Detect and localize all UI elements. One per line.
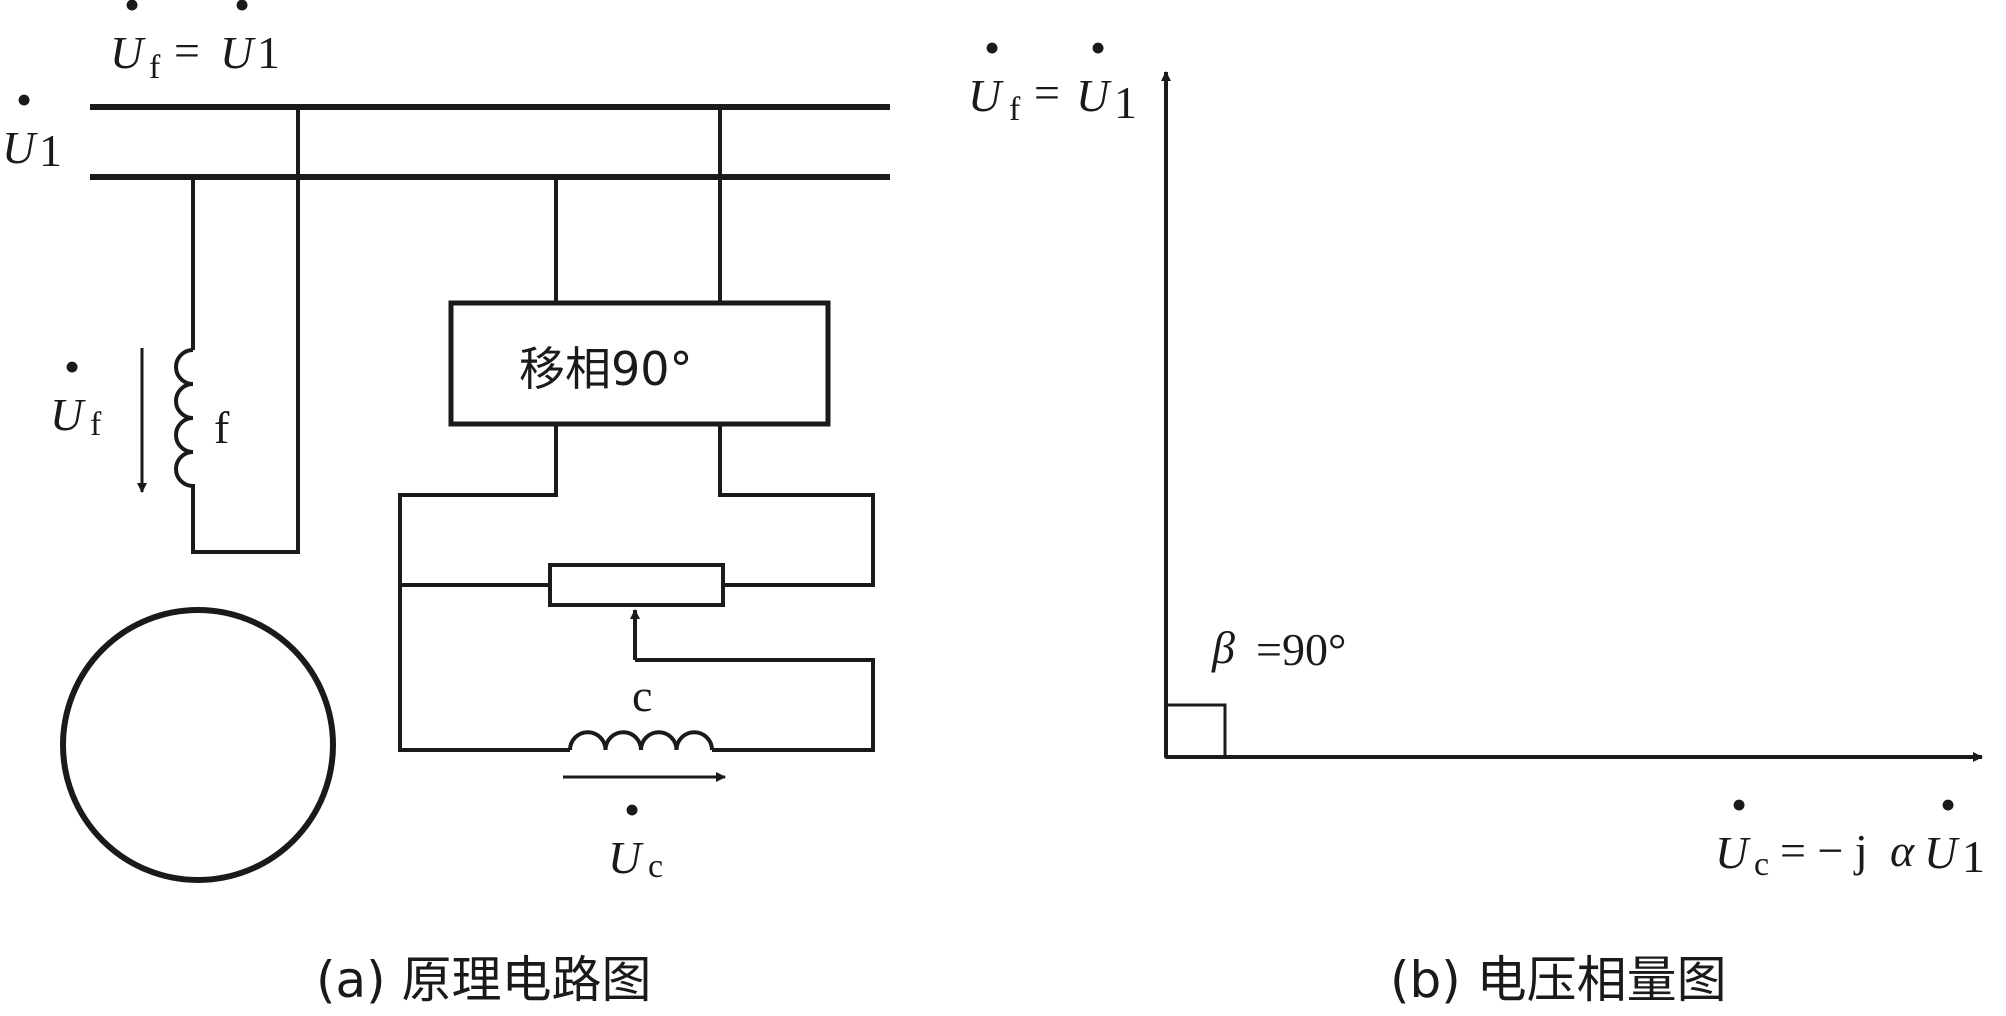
control-winding-coil [568, 730, 714, 751]
horizontal-label-alpha: α [1890, 825, 1915, 876]
top-label-1-sub: 1 [257, 27, 280, 78]
phasor-diagram [1161, 71, 1983, 762]
control-winding-label: c [632, 670, 652, 721]
vertical-phasor-dot-2: • [1090, 22, 1106, 73]
field-winding-label: f [214, 402, 230, 453]
horizontal-phasor-dot-2: • [1940, 779, 1956, 830]
phasor-caption: (b) 电压相量图 [1390, 951, 1727, 1009]
phasor-labels: • U f = • U 1 β =90° • U c = − j α • U 1… [968, 22, 1985, 1009]
rotor-circle [60, 607, 336, 883]
field-phasor-dot: • [64, 341, 80, 392]
vertical-label-f-sub: f [1009, 91, 1021, 128]
vertical-phasor-dot-1: • [984, 22, 1000, 73]
shifter-output-left-wire [398, 424, 570, 752]
top-label-equals: = [174, 25, 200, 76]
circuit-caption: (a) 原理电路图 [316, 951, 652, 1009]
horizontal-label-eq-j: = − j [1780, 825, 1868, 876]
top-label-f-sub: f [149, 49, 161, 86]
vertical-label-1-sub: 1 [1114, 77, 1137, 128]
horizontal-label-U: U [1715, 827, 1751, 878]
field-winding-coil [174, 348, 195, 492]
horizontal-label-c-sub: c [1754, 846, 1769, 883]
top-phasor-dot-2: • [234, 0, 250, 30]
right-angle-marker [1164, 703, 1227, 759]
line-label-1: 1 [39, 125, 62, 176]
horizontal-label-1-sub: 1 [1962, 831, 1985, 882]
circuit-diagram [60, 104, 890, 883]
field-label-U: U [50, 389, 86, 440]
vertical-label-U2: U [1076, 70, 1112, 121]
control-label-c-sub: c [648, 848, 663, 885]
vertical-label-U: U [968, 70, 1004, 121]
horizontal-phasor-dot-1: • [1731, 779, 1747, 830]
top-label-U2: U [220, 27, 256, 78]
horizontal-label-U2: U [1924, 827, 1960, 878]
field-label-f-sub: f [90, 406, 102, 443]
potentiometer [548, 563, 725, 607]
angle-value: =90° [1256, 624, 1346, 675]
line-phasor-dot: • [16, 74, 32, 125]
top-phasor-dot-1: • [124, 0, 140, 30]
angle-symbol: β [1211, 622, 1235, 673]
vertical-label-equals: = [1034, 67, 1060, 118]
wiper-wire [635, 658, 875, 752]
control-label-U: U [608, 832, 644, 883]
top-label-U: U [110, 27, 146, 78]
circuit-labels: • U f = • U 1 • U 1 • U f f 移相90° c • U … [2, 0, 693, 1009]
control-phasor-dot: • [624, 784, 640, 835]
shifter-output-right-wire [718, 424, 875, 587]
line-label-U: U [2, 122, 38, 173]
phase-shifter-label: 移相90° [519, 342, 693, 396]
field-winding-wire [191, 107, 300, 554]
phase-shifter-box [448, 300, 831, 427]
